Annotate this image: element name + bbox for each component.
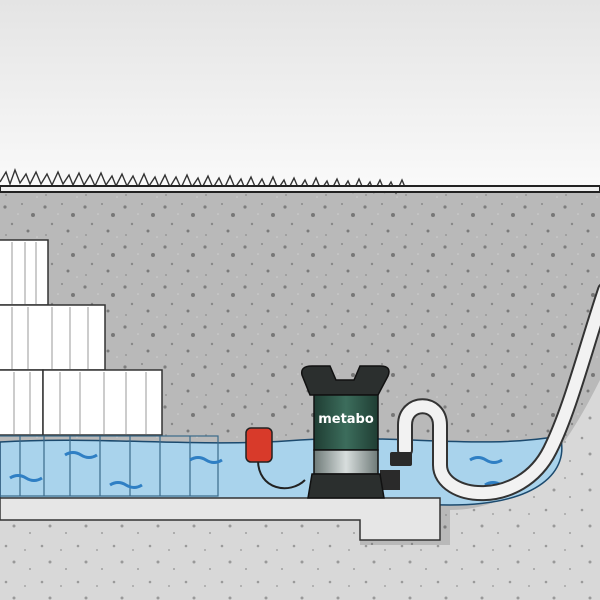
hose-connector (390, 452, 412, 466)
pump-handle (300, 365, 390, 396)
water-waves (9, 451, 518, 489)
ground-surface-line (0, 185, 600, 193)
sky (0, 0, 600, 190)
pump-outlet-elbow (380, 470, 400, 490)
float-switch (245, 427, 273, 463)
pump-steel-band (313, 449, 379, 475)
submerged-boxes (0, 435, 219, 497)
pump-base (307, 473, 385, 499)
concrete-floor (0, 497, 441, 541)
discharge-hose (399, 286, 600, 500)
submersible-pump: metabo (300, 365, 390, 499)
float-switch-cable (257, 459, 306, 490)
water (0, 435, 563, 506)
pump-body (313, 394, 379, 451)
lower-ground (0, 380, 600, 600)
pump-brand-logo: metabo (318, 412, 374, 427)
stacked-boxes (0, 239, 163, 436)
